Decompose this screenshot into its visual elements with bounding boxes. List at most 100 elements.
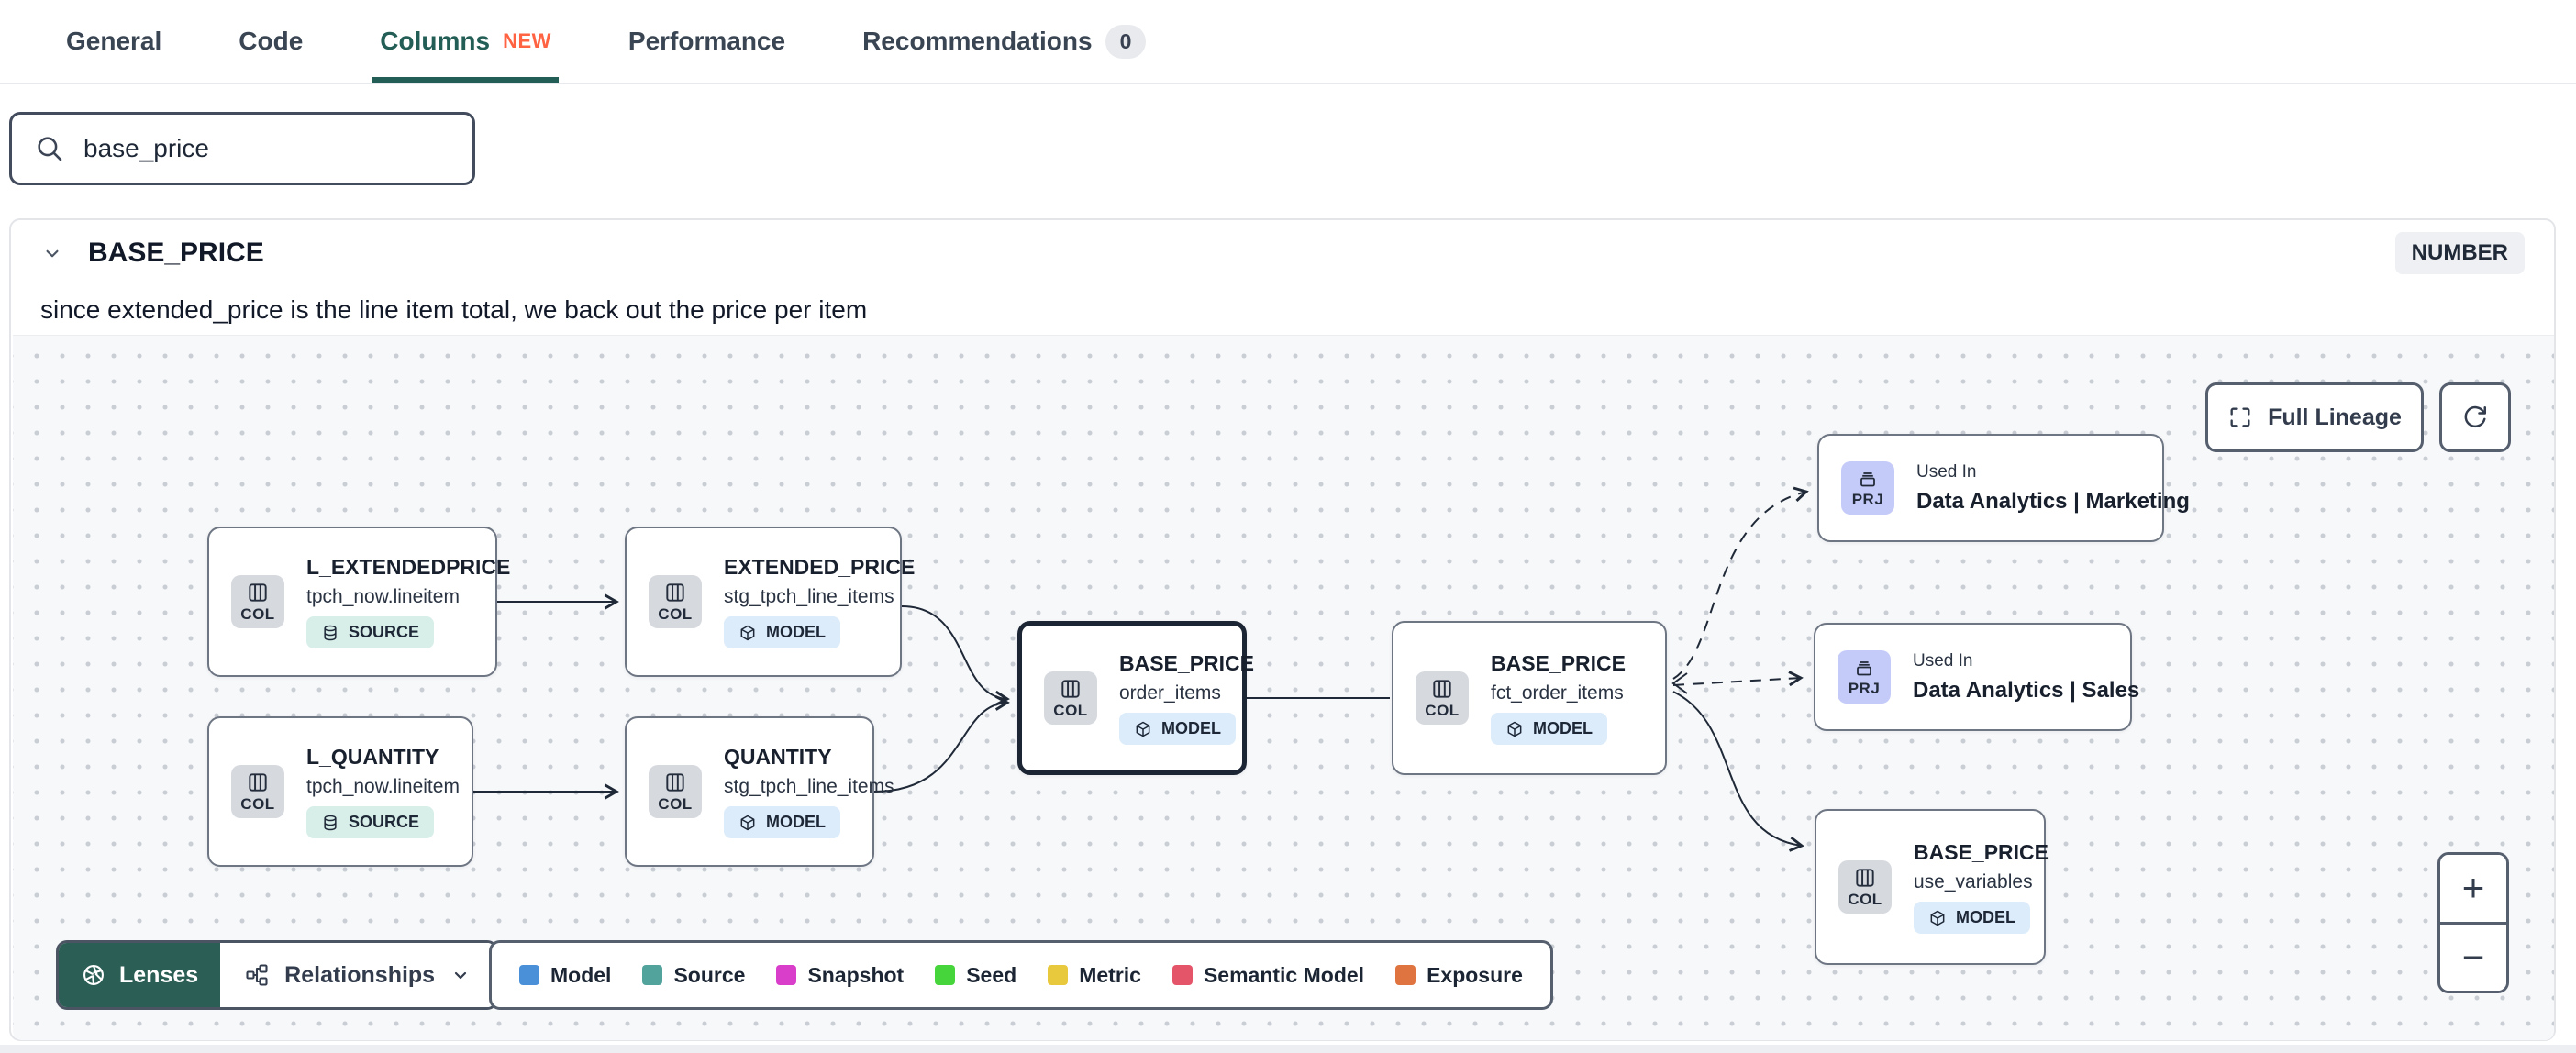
legend-label: Semantic Model bbox=[1203, 962, 1365, 987]
resource-badge-label: SOURCE bbox=[349, 623, 420, 641]
full-lineage-label: Full Lineage bbox=[2268, 404, 2402, 430]
column-tag: COL bbox=[649, 765, 702, 818]
node-subtitle: tpch_now.lineitem bbox=[306, 586, 460, 607]
legend-item-model: Model bbox=[519, 963, 611, 988]
cube-icon bbox=[1930, 910, 1945, 926]
columns-icon bbox=[249, 582, 267, 602]
tag-label: COL bbox=[240, 794, 275, 813]
node-subtitle: use_variables bbox=[1914, 871, 2033, 892]
node-body: EXTENDED_PRICE stg_tpch_line_items MODEL bbox=[724, 555, 915, 648]
tab-columns[interactable]: Columns NEW bbox=[372, 0, 559, 83]
used-in-label: Used In bbox=[1916, 461, 1977, 482]
legend-label: Metric bbox=[1079, 962, 1141, 987]
legend-label: Exposure bbox=[1427, 962, 1523, 987]
legend-label: Snapshot bbox=[807, 962, 905, 987]
lenses-control-group: Lenses Relationships bbox=[56, 940, 499, 1010]
column-tag: COL bbox=[231, 765, 284, 818]
node-l-extendedprice[interactable]: COL L_EXTENDEDPRICE tpch_now.lineitem SO… bbox=[207, 526, 510, 677]
node-quantity[interactable]: COL QUANTITY stg_tpch_line_items MODEL bbox=[625, 716, 894, 867]
tag-label: COL bbox=[1848, 890, 1882, 908]
tab-label: Columns bbox=[380, 27, 491, 55]
node-body: L_QUANTITY tpch_now.lineitem SOURCE bbox=[306, 745, 460, 838]
resource-badge-label: SOURCE bbox=[349, 813, 420, 831]
project-tag: PRJ bbox=[1838, 650, 1891, 704]
columns-icon bbox=[1856, 868, 1874, 887]
tag-label: COL bbox=[1053, 701, 1088, 719]
resource-badge: SOURCE bbox=[306, 806, 435, 838]
lenses-button[interactable]: Lenses bbox=[59, 943, 221, 1007]
lineage-canvas[interactable]: COL L_EXTENDEDPRICE tpch_now.lineitem SO… bbox=[13, 335, 2554, 1040]
edge-fct-marketing bbox=[1672, 486, 1809, 680]
legend-swatch bbox=[776, 965, 797, 985]
tag-label: COL bbox=[240, 604, 275, 623]
node-base-price-fct-order-items[interactable]: COL BASE_PRICE fct_order_items MODEL bbox=[1392, 621, 1667, 775]
zoom-out-button[interactable]: − bbox=[2440, 921, 2506, 991]
node-used-in-sales[interactable]: PRJ Used In Data Analytics | Sales bbox=[1814, 623, 2139, 731]
column-search[interactable] bbox=[9, 112, 475, 185]
node-title: QUANTITY bbox=[724, 745, 832, 769]
resource-badge-label: MODEL bbox=[1956, 908, 2015, 926]
legend-label: Model bbox=[550, 962, 612, 987]
node-body: BASE_PRICE fct_order_items MODEL bbox=[1491, 651, 1626, 745]
tab-label: General bbox=[66, 27, 162, 55]
expand-icon bbox=[2230, 407, 2250, 427]
columns-icon bbox=[666, 582, 684, 602]
node-base-price-use-variables[interactable]: COL BASE_PRICE use_variables MODEL bbox=[1815, 809, 2049, 965]
columns-icon bbox=[1433, 679, 1451, 698]
columns-icon bbox=[1061, 679, 1080, 698]
node-used-in-marketing[interactable]: PRJ Used In Data Analytics | Marketing bbox=[1817, 434, 2190, 542]
aperture-icon bbox=[83, 965, 104, 985]
zoom-in-button[interactable]: + bbox=[2440, 855, 2506, 922]
used-in-label: Used In bbox=[1913, 650, 1973, 671]
tab-label: Code bbox=[239, 27, 304, 55]
node-title: L_EXTENDEDPRICE bbox=[306, 555, 511, 579]
cube-icon bbox=[740, 625, 755, 640]
node-title: L_QUANTITY bbox=[306, 745, 439, 769]
tag-label: COL bbox=[658, 604, 693, 623]
node-base-price-order-items-selected[interactable]: COL BASE_PRICE order_items MODEL bbox=[1017, 621, 1254, 775]
database-icon bbox=[324, 625, 337, 640]
edge-quantity-orderitems bbox=[873, 695, 1010, 793]
resource-badge-label: MODEL bbox=[1161, 719, 1221, 737]
tab-general[interactable]: General bbox=[66, 0, 161, 83]
column-tag: COL bbox=[231, 575, 284, 628]
relationships-dropdown[interactable]: Relationships bbox=[220, 943, 496, 1007]
full-lineage-button[interactable]: Full Lineage bbox=[2205, 382, 2424, 452]
refresh-button[interactable] bbox=[2439, 382, 2511, 452]
columns-icon bbox=[666, 772, 684, 792]
legend-item-semantic-model: Semantic Model bbox=[1171, 962, 1365, 988]
tab-label: Recommendations bbox=[862, 27, 1093, 55]
node-extended-price[interactable]: COL EXTENDED_PRICE stg_tpch_line_items M… bbox=[625, 526, 915, 677]
column-description: since extended_price is the line item to… bbox=[40, 295, 868, 324]
tab-label: Performance bbox=[627, 27, 786, 55]
legend-swatch bbox=[1395, 965, 1416, 985]
project-title: Data Analytics | Marketing bbox=[1916, 488, 2190, 514]
zoom-controls: + − bbox=[2437, 852, 2509, 993]
resource-badge: SOURCE bbox=[306, 616, 435, 648]
search-input[interactable] bbox=[82, 133, 450, 164]
lenses-label: Lenses bbox=[119, 961, 199, 988]
node-subtitle: tpch_now.lineitem bbox=[306, 776, 460, 797]
refresh-icon bbox=[2464, 405, 2487, 428]
new-badge: NEW bbox=[503, 29, 551, 52]
tab-code[interactable]: Code bbox=[239, 0, 303, 83]
tab-performance[interactable]: Performance bbox=[628, 0, 785, 83]
node-body: BASE_PRICE use_variables MODEL bbox=[1914, 840, 2049, 934]
legend-swatch bbox=[1048, 965, 1069, 985]
resource-badge: MODEL bbox=[1119, 713, 1236, 745]
tag-label: COL bbox=[658, 794, 693, 813]
chevron-down-icon[interactable] bbox=[40, 241, 64, 265]
tab-recommendations[interactable]: Recommendations 0 bbox=[862, 0, 1147, 83]
legend-item-seed: Seed bbox=[935, 963, 1016, 988]
search-icon bbox=[34, 133, 65, 164]
chevron-down-icon bbox=[454, 971, 467, 980]
tag-label: PRJ bbox=[1848, 679, 1881, 697]
node-subtitle: order_items bbox=[1119, 682, 1221, 704]
node-l-quantity[interactable]: COL L_QUANTITY tpch_now.lineitem SOURCE bbox=[207, 716, 473, 867]
node-body: BASE_PRICE order_items MODEL bbox=[1119, 651, 1254, 745]
bottom-divider bbox=[0, 1045, 2576, 1053]
legend-label: Seed bbox=[966, 962, 1017, 987]
column-tag: COL bbox=[649, 575, 702, 628]
